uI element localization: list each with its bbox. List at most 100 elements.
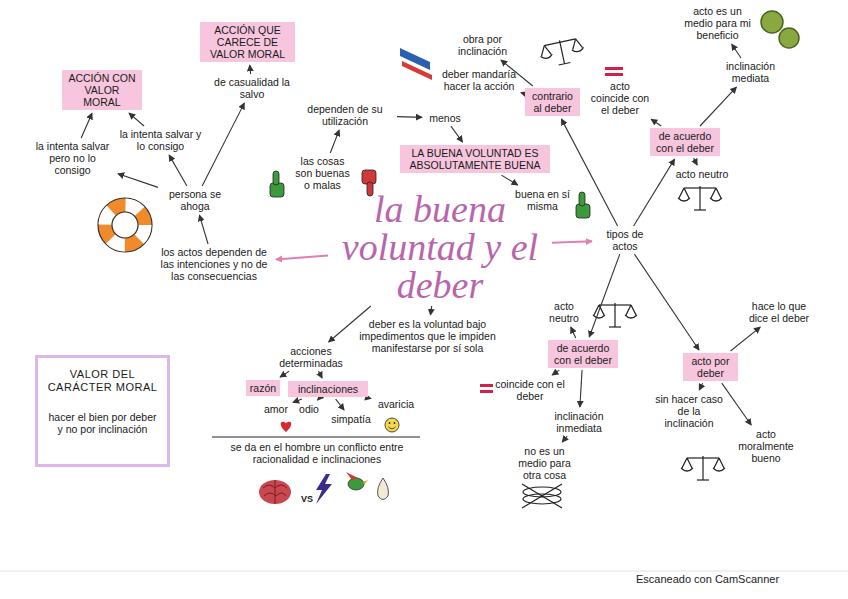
onion-icon bbox=[378, 478, 389, 500]
connector-arrow bbox=[330, 130, 339, 153]
connector-arrow bbox=[430, 306, 431, 315]
node-text: inclinación inmediata bbox=[548, 410, 610, 434]
note-label: se da en el hombre un conflicto entre ra… bbox=[212, 441, 422, 465]
paper-edge bbox=[0, 571, 848, 572]
node-text: coincide con el deber bbox=[495, 378, 565, 402]
node-text: buena en sí misma bbox=[515, 188, 570, 212]
node-text: no es un medio para otra cosa bbox=[512, 445, 577, 481]
connector-arrow bbox=[694, 158, 698, 165]
concept-text: acto neutro bbox=[672, 168, 732, 180]
connector-arrow bbox=[276, 255, 328, 259]
node-text: odio bbox=[296, 403, 322, 415]
connector-arrow bbox=[561, 119, 617, 226]
bird-icon bbox=[346, 472, 368, 490]
connector-arrow bbox=[731, 327, 761, 351]
connector-arrow bbox=[169, 155, 187, 186]
node-text: dependen de su utilización bbox=[295, 103, 395, 127]
connector-arrow bbox=[562, 436, 567, 442]
scale-icon bbox=[678, 186, 722, 210]
node-text: de acuerdo con el deber bbox=[551, 342, 615, 366]
highlight-box: ACCIÓN QUE CARECE DE VALOR MORAL bbox=[200, 22, 295, 62]
connector-arrow bbox=[552, 370, 559, 375]
node-text: persona se ahoga bbox=[160, 188, 230, 212]
brain-icon bbox=[259, 480, 291, 504]
node-text: razón bbox=[249, 382, 277, 394]
watermark: Escaneado con CamScanner bbox=[636, 573, 806, 586]
connector-arrow bbox=[571, 327, 576, 338]
connector-arrow bbox=[370, 398, 371, 399]
connector-arrow bbox=[336, 399, 344, 410]
node-text: de acuerdo con el deber bbox=[653, 130, 717, 154]
concept-text: acto es un medio para mi beneficio bbox=[680, 5, 755, 41]
node-text: tipos de actos bbox=[595, 228, 655, 252]
highlight-box: razón bbox=[246, 380, 280, 396]
connector-arrow bbox=[118, 174, 158, 188]
equals-icon bbox=[605, 67, 623, 76]
concept-text: deber mandaría hacer la acción bbox=[440, 68, 518, 92]
highlight-box: de acuerdo con el deber bbox=[548, 340, 618, 368]
node-text: ACCIÓN CON VALOR MORAL bbox=[65, 72, 139, 108]
concept-text: acciones determinadas bbox=[272, 345, 350, 369]
concept-text: inclinación mediata bbox=[718, 60, 783, 84]
concept-text: sin hacer caso de la inclinación bbox=[655, 393, 723, 429]
node-text: simpatía bbox=[328, 413, 374, 425]
node-text: acto moralmente bueno bbox=[735, 428, 797, 464]
connector-arrow bbox=[700, 87, 736, 126]
concept-text: menos bbox=[425, 112, 465, 124]
thumb-up-icon bbox=[576, 192, 590, 218]
concept-text: deber es la voluntad bajo impedimentos q… bbox=[355, 318, 500, 354]
connector-arrow bbox=[722, 383, 751, 425]
connector-arrow bbox=[552, 241, 592, 243]
node-text: la buena voluntad y el deber bbox=[330, 190, 550, 304]
highlight-box: inclinaciones bbox=[288, 381, 368, 397]
scale-icon bbox=[681, 456, 725, 480]
thumb-up-icon bbox=[270, 171, 284, 197]
coins-icon bbox=[761, 11, 799, 48]
concept-text: la intenta salvar pero no lo consigo bbox=[30, 140, 115, 176]
connector-arrow bbox=[451, 126, 463, 142]
connector-arrow bbox=[129, 113, 144, 126]
concept-text: tipos de actos bbox=[595, 228, 655, 252]
connector-arrow bbox=[651, 119, 661, 126]
concept-text: la intenta salvar y lo consigo bbox=[118, 128, 203, 152]
connector-arrow bbox=[249, 65, 251, 74]
connector-arrow bbox=[81, 113, 92, 138]
node-text: inclinaciones bbox=[291, 383, 365, 395]
highlight-box: de acuerdo con el deber bbox=[650, 128, 720, 156]
connector-arrow bbox=[699, 383, 702, 390]
versus-label: VS bbox=[298, 494, 316, 504]
connector-arrow bbox=[634, 254, 699, 350]
node-body-text: hacer el bien por deber y no por inclina… bbox=[46, 411, 159, 435]
highlight-box: acto por deber bbox=[683, 353, 738, 381]
heart-icon bbox=[281, 422, 292, 432]
concept-text: las cosas son buenas o malas bbox=[295, 155, 350, 191]
node-text: de casualidad la salvo bbox=[212, 76, 292, 100]
node-text: acto neutro bbox=[672, 168, 732, 180]
connector-arrow bbox=[280, 371, 289, 377]
concept-text: simpatía bbox=[328, 413, 374, 425]
node-text: deber mandaría hacer la acción bbox=[440, 68, 518, 92]
note-box: VALOR DEL CARÁCTER MORAL hacer el bien po… bbox=[35, 355, 170, 467]
node-text: la intenta salvar y lo consigo bbox=[118, 128, 203, 152]
concept-text: acto coincide con el deber bbox=[590, 80, 650, 116]
node-text: ACCIÓN QUE CARECE DE VALOR MORAL bbox=[203, 24, 292, 60]
flag-icon bbox=[400, 48, 432, 80]
node-text: deber es la voluntad bajo impedimentos q… bbox=[355, 318, 500, 354]
node-text: las cosas son buenas o malas bbox=[295, 155, 350, 191]
concept-text: buena en sí misma bbox=[515, 188, 570, 212]
node-text: acto por deber bbox=[686, 355, 735, 379]
thumb-down-icon bbox=[362, 170, 376, 196]
concept-text: coincide con el deber bbox=[495, 378, 565, 402]
concept-text: de casualidad la salvo bbox=[212, 76, 292, 100]
node-text: VALOR DEL CARÁCTER MORAL bbox=[46, 368, 159, 393]
central-topic: la buena voluntad y el deber bbox=[330, 190, 550, 304]
concept-text: no es un medio para otra cosa bbox=[512, 445, 577, 481]
connector-arrow bbox=[521, 92, 523, 94]
node-text: avaricia bbox=[374, 398, 418, 410]
concept-text: acto neutro bbox=[543, 300, 585, 324]
connector-arrow bbox=[318, 371, 322, 378]
concept-text: los actos dependen de las intenciones y … bbox=[155, 246, 273, 282]
connector-arrow bbox=[397, 116, 422, 118]
node-text: acto neutro bbox=[543, 300, 585, 324]
